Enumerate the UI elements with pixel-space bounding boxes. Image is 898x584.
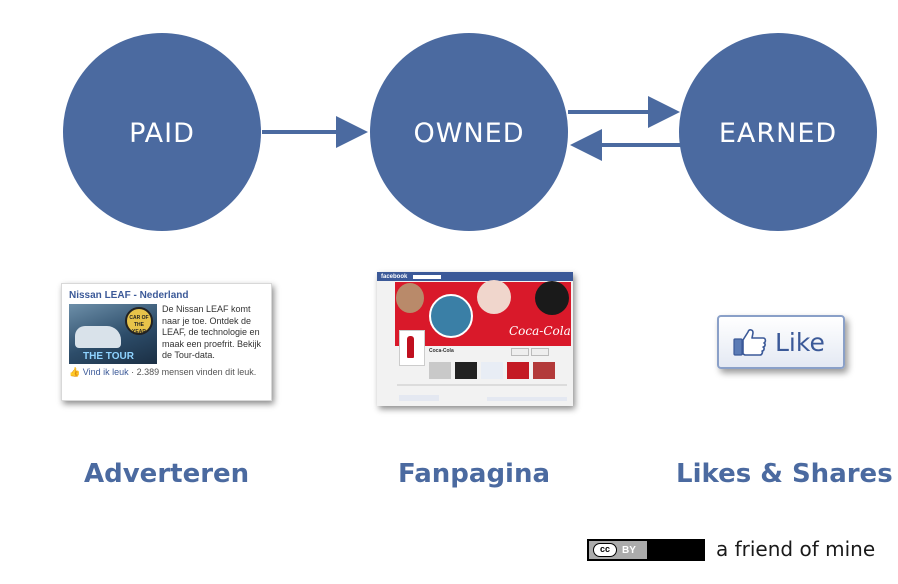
node-paid-label: PAID <box>129 118 195 149</box>
cover-bubble-photo <box>429 294 473 338</box>
fanpage-screenshot: facebook Coca-Cola Coca-Cola <box>377 272 573 406</box>
cc-by-label: BY <box>622 544 636 556</box>
thumbs-up-icon <box>733 329 767 356</box>
caption-owned: Fanpagina <box>398 459 551 489</box>
page-name: Coca-Cola <box>429 348 454 354</box>
ad-like-link: Vind ik leuk <box>82 367 129 377</box>
fanpage-topbar: facebook <box>377 272 573 281</box>
cc-logo-icon: cc <box>593 543 617 557</box>
thumbs-up-icon: 👍 <box>69 367 81 377</box>
paid-owned-earned-diagram: PAID OWNED EARNED <box>63 33 877 231</box>
divider <box>397 384 567 386</box>
timeline-bar <box>487 397 567 401</box>
car-image <box>75 326 121 348</box>
caption-paid: Adverteren <box>84 459 250 489</box>
car-of-the-year-badge: CAR OF THE YEAR <box>125 307 153 335</box>
cc-license-badge: cc BY <box>587 539 705 561</box>
cover-bubble-photo <box>396 283 424 313</box>
ad-like-count: · 2.389 mensen vinden dit leuk. <box>131 367 257 377</box>
cover-bubble-photo <box>535 281 569 315</box>
node-owned <box>370 33 568 231</box>
like-button-label: Like <box>775 327 825 357</box>
ad-image: CAR OF THE YEAR THE TOUR <box>69 304 157 364</box>
ad-body-text: De Nissan LEAF komt naar je toe. Ontdek … <box>162 304 262 360</box>
message-button <box>531 348 549 356</box>
facebook-logo: facebook <box>381 273 408 280</box>
app-thumbnail <box>481 362 503 379</box>
brand-logo: Coca-Cola <box>509 324 571 338</box>
search-input <box>413 274 442 279</box>
ad-like-line: 👍 Vind ik leuk · 2.389 mensen vinden dit… <box>69 367 264 378</box>
app-thumbnail <box>533 362 555 379</box>
ad-image-caption: THE TOUR <box>83 351 134 362</box>
ad-title: Nissan LEAF - Nederland <box>69 290 189 301</box>
node-earned <box>679 33 877 231</box>
app-thumbnail <box>455 362 477 379</box>
app-thumbnail <box>429 362 451 379</box>
credit-text: a friend of mine <box>716 537 876 561</box>
facebook-ad-screenshot: Nissan LEAF - Nederland CAR OF THE YEAR … <box>61 283 272 401</box>
like-button: Like <box>717 315 845 369</box>
node-earned-label: EARNED <box>719 118 837 149</box>
status-composer <box>399 395 439 401</box>
bottle-icon <box>407 336 414 358</box>
caption-earned: Likes & Shares <box>676 459 893 489</box>
app-thumbnail <box>507 362 529 379</box>
node-paid <box>63 33 261 231</box>
cover-bubble-photo <box>477 280 511 314</box>
node-owned-label: OWNED <box>414 118 525 149</box>
like-page-button <box>511 348 529 356</box>
